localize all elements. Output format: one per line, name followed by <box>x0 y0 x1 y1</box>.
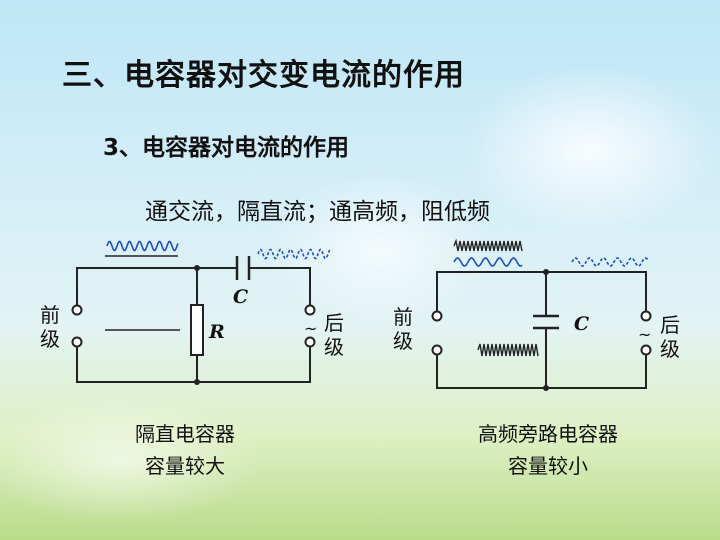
left-back-terminal-bottom <box>304 336 316 348</box>
right-back-terminal-bottom <box>640 344 652 356</box>
right-junction-top <box>543 269 549 275</box>
right-output-wave <box>571 257 649 267</box>
left-bottom-wire <box>76 346 311 383</box>
left-resistor-label: R <box>208 321 225 343</box>
right-back-label-1: 后 <box>660 313 680 337</box>
right-input-hf-wave <box>453 238 523 252</box>
blocking-capacitor-caption-line1: 隔直电容器 <box>135 422 235 446</box>
right-front-terminal-top <box>431 310 443 322</box>
left-output-wave <box>257 248 331 260</box>
left-back-label-2: 级 <box>324 335 344 359</box>
left-back-terminal-top <box>304 304 316 316</box>
right-junction-bottom <box>543 385 549 391</box>
right-ac-mark: ~ <box>638 325 651 344</box>
right-bypass-hf-wave <box>477 343 539 357</box>
right-top-wire <box>436 271 647 312</box>
bypass-capacitor-caption: 高频旁路电容器 容量较小 <box>448 418 648 482</box>
left-front-label-2: 级 <box>40 327 60 351</box>
left-capacitor-label: C <box>233 286 248 308</box>
capacitor-property-statement: 通交流，隔直流；通高频，阻低频 <box>145 199 490 225</box>
slide-title: 三、电容器对交变电流的作用 <box>62 58 465 93</box>
right-input-lf-wave <box>453 257 523 267</box>
left-front-terminal-top <box>71 304 83 316</box>
right-capacitor-label: C <box>574 313 589 335</box>
right-front-label-1: 前 <box>393 305 413 329</box>
bypass-capacitor-circuit <box>431 271 652 389</box>
left-junction-bottom <box>194 379 200 385</box>
left-ac-mark: ~ <box>304 319 317 338</box>
left-front-terminal-bottom <box>71 336 83 348</box>
slide-subtitle: 3、电容器对电流的作用 <box>103 135 350 161</box>
left-input-wave <box>106 240 179 252</box>
right-front-terminal-bottom <box>431 344 443 356</box>
bypass-capacitor-caption-line1: 高频旁路电容器 <box>478 422 618 446</box>
right-front-label-2: 级 <box>393 329 413 353</box>
blocking-capacitor-caption-line2: 容量较大 <box>145 454 225 478</box>
left-resistor <box>190 304 204 356</box>
blocking-capacitor-circuit <box>71 256 316 383</box>
right-back-terminal-top <box>640 310 652 322</box>
bypass-capacitor-caption-line2: 容量较小 <box>508 454 588 478</box>
blocking-capacitor-caption: 隔直电容器 容量较大 <box>95 418 275 482</box>
right-back-label-2: 级 <box>660 337 680 361</box>
left-back-label-1: 后 <box>324 311 344 335</box>
right-bottom-wire <box>436 352 647 389</box>
left-front-label-1: 前 <box>40 303 60 327</box>
left-junction-top <box>194 265 200 271</box>
left-top-wire <box>76 267 311 305</box>
